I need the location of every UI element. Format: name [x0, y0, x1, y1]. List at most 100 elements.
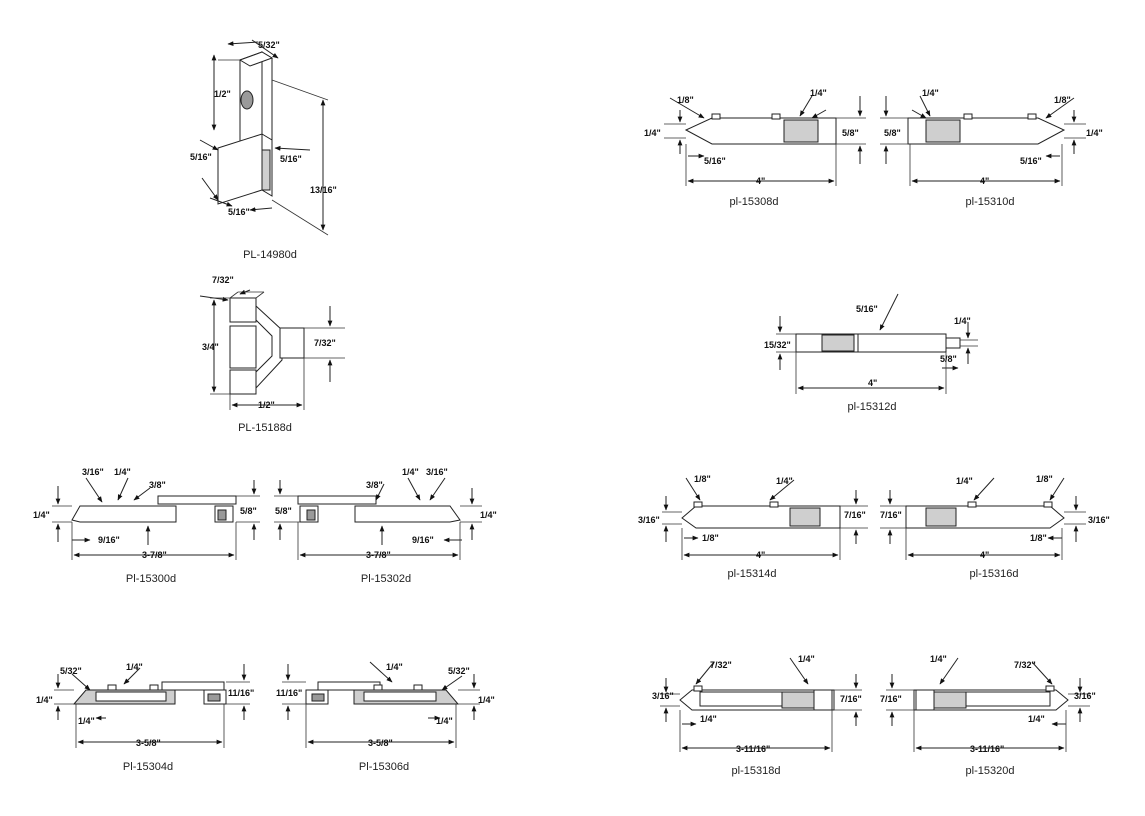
pl-15318-d2: 1/4" — [798, 654, 815, 664]
pl-15314-d4: 7/16" — [844, 510, 866, 520]
pl-15314-caption: pl-15314d — [728, 568, 777, 580]
pl-15320-d6: 3-11/16" — [970, 744, 1004, 754]
part-pl-15188: 7/32" 3/4" 7/32" 1/2" PL-15188d — [199, 275, 345, 434]
pl-15312-caption: pl-15312d — [848, 401, 897, 413]
pl-15314-d6: 4" — [756, 550, 765, 560]
pl-15304-caption: Pl-15304d — [123, 761, 173, 773]
pl-15302-d7: 3-7/8" — [366, 550, 391, 560]
pl-15320-d2: 7/32" — [1014, 660, 1036, 670]
pl-15300-caption: Pl-15300d — [126, 573, 176, 585]
part-pl-15314: 1/8" 1/4" 3/16" 7/16" 1/8" 4" pl-15314d — [638, 474, 868, 580]
pl-15312-d2: 1/4" — [954, 316, 971, 326]
pl-15188-d4: 1/2" — [258, 400, 275, 410]
pl-15308-d4: 5/8" — [842, 128, 859, 138]
part-pl-15300: 3/16" 1/4" 3/8" 1/4" 5/8" 9/16" 3-7/8" P… — [33, 467, 260, 585]
pl-14980-d1: 5/32" — [258, 40, 280, 50]
part-pl-15304: 5/32" 1/4" 1/4" 11/16" 1/4" 3-5/8" Pl-15… — [36, 662, 254, 773]
part-pl-15308: 1/8" 1/4" 1/4" 5/8" 5/16" 4" pl-15308d — [644, 88, 866, 208]
pl-14980-d6: 5/16" — [228, 207, 250, 217]
pl-15188-d2: 3/4" — [202, 342, 219, 352]
pl-14980-d5: 13/16" — [310, 185, 337, 195]
pl-15300-d3: 3/8" — [149, 480, 166, 490]
pl-15188-d1: 7/32" — [212, 275, 234, 285]
pl-15320-d1: 1/4" — [930, 654, 947, 664]
pl-15308-caption: pl-15308d — [730, 196, 779, 208]
pl-15318-d3: 3/16" — [652, 691, 674, 701]
part-pl-14980: 5/32" 1/2" 5/16" 5/16" 13/16" 5/16" PL-1… — [190, 39, 337, 261]
pl-15308-d6: 4" — [756, 176, 765, 186]
pl-15314-d2: 1/4" — [776, 476, 793, 486]
pl-15302-d1: 3/8" — [366, 480, 383, 490]
pl-15320-d5: 1/4" — [1028, 714, 1045, 724]
pl-15310-d3: 5/8" — [884, 128, 901, 138]
pl-15306-d2: 5/32" — [448, 666, 470, 676]
pl-15300-d5: 5/8" — [240, 506, 257, 516]
pl-14980-d4: 5/16" — [280, 154, 302, 164]
pl-15304-d5: 1/4" — [78, 716, 95, 726]
pl-15302-d3: 3/16" — [426, 467, 448, 477]
pl-15318-caption: pl-15318d — [732, 765, 781, 777]
pl-15302-caption: Pl-15302d — [361, 573, 411, 585]
pl-14980-d2: 1/2" — [214, 89, 231, 99]
pl-15306-d6: 3-5/8" — [368, 738, 393, 748]
pl-15308-d2: 1/4" — [810, 88, 827, 98]
pl-15312-d4: 5/8" — [940, 354, 957, 364]
pl-15314-d5: 1/8" — [702, 533, 719, 543]
pl-15312-d3: 15/32" — [764, 340, 791, 350]
pl-15310-d1: 1/4" — [922, 88, 939, 98]
pl-15306-d4: 1/4" — [478, 695, 495, 705]
pl-15310-d6: 4" — [980, 176, 989, 186]
pl-15314-d3: 3/16" — [638, 515, 660, 525]
pl-15304-d2: 1/4" — [126, 662, 143, 672]
pl-15312-d5: 4" — [868, 378, 877, 388]
pl-15308-d5: 5/16" — [704, 156, 726, 166]
pl-15308-d1: 1/8" — [677, 95, 694, 105]
pl-15306-d3: 11/16" — [276, 688, 302, 698]
pl-15300-d1: 3/16" — [82, 467, 104, 477]
pl-15304-d3: 1/4" — [36, 695, 53, 705]
part-pl-15318: 7/32" 1/4" 3/16" 7/16" 1/4" 3-11/16" pl-… — [652, 654, 862, 777]
pl-15302-d5: 1/4" — [480, 510, 497, 520]
pl-15318-d6: 3-11/16" — [736, 744, 770, 754]
pl-15316-caption: pl-15316d — [970, 568, 1019, 580]
pl-15320-d4: 3/16" — [1074, 691, 1096, 701]
pl-15316-d2: 1/8" — [1036, 474, 1053, 484]
pl-15310-caption: pl-15310d — [966, 196, 1015, 208]
pl-15302-d4: 5/8" — [275, 506, 292, 516]
pl-15310-d2: 1/8" — [1054, 95, 1071, 105]
pl-15306-caption: Pl-15306d — [359, 761, 409, 773]
pl-15306-d5: 1/4" — [436, 716, 453, 726]
pl-15302-d2: 1/4" — [402, 467, 419, 477]
pl-15312-d1: 5/16" — [856, 304, 878, 314]
pl-15302-d6: 9/16" — [412, 535, 434, 545]
pl-15306-d1: 1/4" — [386, 662, 403, 672]
pl-15320-caption: pl-15320d — [966, 765, 1015, 777]
pl-15304-d6: 3-5/8" — [136, 738, 161, 748]
pl-15188-caption: PL-15188d — [238, 422, 292, 434]
part-pl-15310: 1/4" 1/8" 5/8" 1/4" 5/16" 4" pl-15310d — [880, 88, 1103, 208]
pl-15316-d1: 1/4" — [956, 476, 973, 486]
pl-15318-d5: 1/4" — [700, 714, 717, 724]
pl-15318-d1: 7/32" — [710, 660, 732, 670]
pl-15316-d5: 1/8" — [1030, 533, 1047, 543]
pl-15300-d7: 3-7/8" — [142, 550, 167, 560]
pl-15310-d5: 5/16" — [1020, 156, 1042, 166]
pl-15300-d4: 1/4" — [33, 510, 50, 520]
part-pl-15302: 3/8" 1/4" 3/16" 5/8" 1/4" 9/16" 3-7/8" P… — [274, 467, 497, 585]
pl-15316-d3: 7/16" — [880, 510, 902, 520]
part-pl-15320: 1/4" 7/32" 7/16" 3/16" 1/4" 3-11/16" pl-… — [880, 654, 1096, 777]
pl-15304-d4: 11/16" — [228, 688, 254, 698]
pl-14980-caption: PL-14980d — [243, 249, 297, 261]
pl-15314-d1: 1/8" — [694, 474, 711, 484]
part-pl-15306: 1/4" 5/32" 11/16" 1/4" 1/4" 3-5/8" Pl-15… — [276, 661, 495, 773]
pl-15300-d6: 9/16" — [98, 535, 120, 545]
pl-15308-d3: 1/4" — [644, 128, 661, 138]
part-pl-15316: 1/4" 1/8" 7/16" 3/16" 1/8" 4" pl-15316d — [880, 474, 1110, 580]
pl-15304-d1: 5/32" — [60, 666, 82, 676]
pl-15316-d4: 3/16" — [1088, 515, 1110, 525]
pl-15300-d2: 1/4" — [114, 467, 131, 477]
pl-15320-d3: 7/16" — [880, 694, 902, 704]
part-pl-15312: 5/16" 1/4" 15/32" 5/8" 4" pl-15312d — [764, 293, 978, 413]
pl-15318-d4: 7/16" — [840, 694, 862, 704]
